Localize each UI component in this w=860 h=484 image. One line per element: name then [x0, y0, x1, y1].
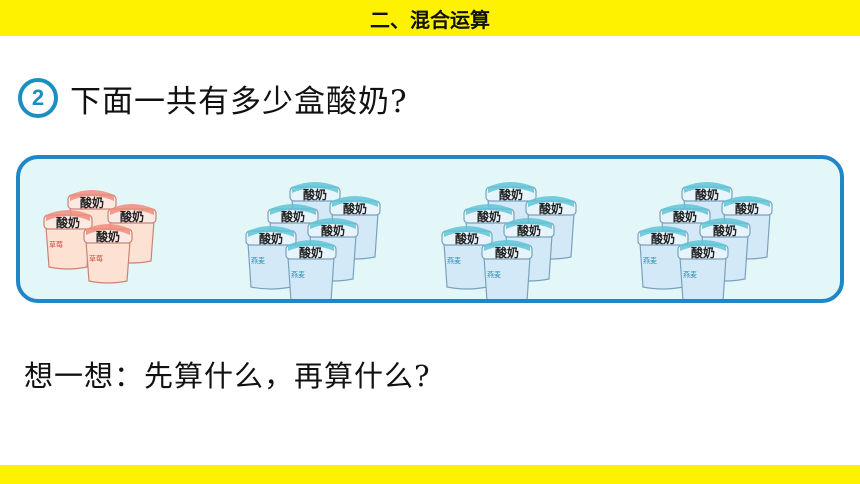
- yogurt-flavor-tag: 燕麦: [291, 270, 305, 279]
- yogurt-label: 酸奶: [80, 195, 104, 210]
- yogurt-pack-1: 酸奶草莓酸奶草莓酸奶草莓酸奶草莓: [43, 190, 157, 284]
- yogurt-label: 酸奶: [539, 201, 563, 216]
- yogurt-flavor-tag: 燕麦: [643, 256, 657, 265]
- yogurt-label: 酸奶: [281, 209, 305, 224]
- yogurt-pack-4: 酸奶燕麦酸奶燕麦酸奶燕麦酸奶燕麦酸奶燕麦酸奶燕麦: [637, 182, 773, 299]
- section-title: 二、混合运算: [370, 7, 490, 32]
- yogurt-label: 酸奶: [455, 231, 479, 246]
- yogurt-label: 酸奶: [321, 223, 345, 238]
- yogurt-flavor-tag: 燕麦: [487, 270, 501, 279]
- yogurt-label: 酸奶: [735, 201, 759, 216]
- question-number-badge: 2: [18, 78, 58, 118]
- yogurt-label: 酸奶: [477, 209, 501, 224]
- yogurt-label: 酸奶: [343, 201, 367, 216]
- yogurt-flavor-tag: 燕麦: [683, 270, 697, 279]
- yogurt-label: 酸奶: [691, 245, 715, 260]
- think-prompt: 想一想：先算什么，再算什么?: [24, 359, 431, 393]
- yogurt-label: 酸奶: [303, 187, 327, 202]
- question-row: 2 下面一共有多少盒酸奶?: [18, 75, 408, 121]
- yogurt-illustration-panel: 酸奶草莓酸奶草莓酸奶草莓酸奶草莓酸奶燕麦酸奶燕麦酸奶燕麦酸奶燕麦酸奶燕麦酸奶燕麦…: [16, 155, 844, 303]
- yogurt-flavor-tag: 燕麦: [251, 256, 265, 265]
- yogurt-flavor-tag: 燕麦: [447, 256, 461, 265]
- yogurt-label: 酸奶: [120, 209, 144, 224]
- yogurt-flavor-tag: 草莓: [49, 240, 63, 249]
- yogurt-label: 酸奶: [259, 231, 283, 246]
- yogurt-pack-3: 酸奶燕麦酸奶燕麦酸奶燕麦酸奶燕麦酸奶燕麦酸奶燕麦: [441, 182, 577, 299]
- yogurt-label: 酸奶: [651, 231, 675, 246]
- yogurt-label: 酸奶: [96, 229, 120, 244]
- yogurt-pack-2: 酸奶燕麦酸奶燕麦酸奶燕麦酸奶燕麦酸奶燕麦酸奶燕麦: [245, 182, 381, 299]
- yogurt-illustration: 酸奶草莓酸奶草莓酸奶草莓酸奶草莓酸奶燕麦酸奶燕麦酸奶燕麦酸奶燕麦酸奶燕麦酸奶燕麦…: [43, 182, 773, 299]
- yogurt-flavor-tag: 草莓: [89, 254, 103, 263]
- yogurt-label: 酸奶: [56, 215, 80, 230]
- yogurt-label: 酸奶: [517, 223, 541, 238]
- question-text: 下面一共有多少盒酸奶?: [70, 83, 408, 120]
- yogurt-label: 酸奶: [495, 245, 519, 260]
- yogurt-label: 酸奶: [673, 209, 697, 224]
- yogurt-label: 酸奶: [499, 187, 523, 202]
- bottom-banner: [0, 465, 860, 484]
- yogurt-label: 酸奶: [299, 245, 323, 260]
- yogurt-label: 酸奶: [713, 223, 737, 238]
- yogurt-label: 酸奶: [695, 187, 719, 202]
- top-banner: 二、混合运算: [0, 0, 860, 36]
